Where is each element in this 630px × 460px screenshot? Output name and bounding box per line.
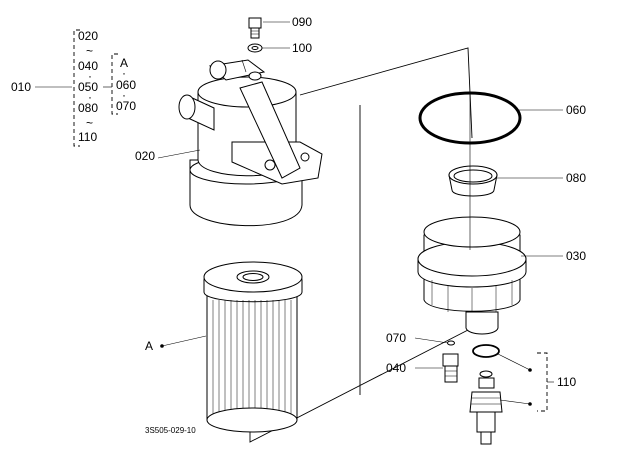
kit-a-member-070: 070 <box>116 99 136 113</box>
filter-bracket-020 <box>178 59 323 227</box>
o-ring-110 <box>472 344 500 358</box>
gasket-100 <box>247 43 263 53</box>
filter-element-a <box>203 261 303 433</box>
filter-pleats <box>212 300 292 418</box>
set-member-020: 020 <box>78 29 98 43</box>
collar-080 <box>448 165 498 197</box>
set-member-110: 110 <box>78 130 97 144</box>
callout-040: 040 <box>386 361 406 375</box>
kit-a-dot-1: · <box>122 66 126 80</box>
callout-020: 020 <box>135 149 155 163</box>
filter-cup-030 <box>417 216 527 335</box>
figure-code: 3S505-029-10 <box>145 426 196 435</box>
callout-030: 030 <box>566 249 586 263</box>
kit-a-dot-2: · <box>122 88 126 102</box>
air-vent-plug-090 <box>248 17 262 39</box>
set-member-050: 050 <box>78 80 98 94</box>
callout-100: 100 <box>292 41 312 55</box>
set-member-dot-1: · <box>88 69 92 83</box>
set-member-range-1: ~ <box>86 44 93 58</box>
set-member-040: 040 <box>78 59 98 73</box>
kit-a-member-060: 060 <box>116 78 136 92</box>
water-sensor-110 <box>469 370 503 445</box>
callout-060: 060 <box>566 103 586 117</box>
set-composition-bracket: 010 020 ~ 040 · 050 · 080 ~ 110 A · 060 … <box>11 29 136 147</box>
kit-a-label: A <box>120 56 128 70</box>
callout-070: 070 <box>386 331 406 345</box>
drain-plug-040 <box>442 340 459 383</box>
callout-110: 110 <box>557 375 576 389</box>
callout-090: 090 <box>292 15 312 29</box>
set-number-label: 010 <box>11 80 31 94</box>
callout-a: A <box>145 339 153 353</box>
leader-lines <box>157 21 563 412</box>
set-member-range-2: ~ <box>86 116 93 130</box>
set-member-080: 080 <box>78 101 98 115</box>
set-member-dot-2: · <box>88 90 92 104</box>
callout-080: 080 <box>566 171 586 185</box>
